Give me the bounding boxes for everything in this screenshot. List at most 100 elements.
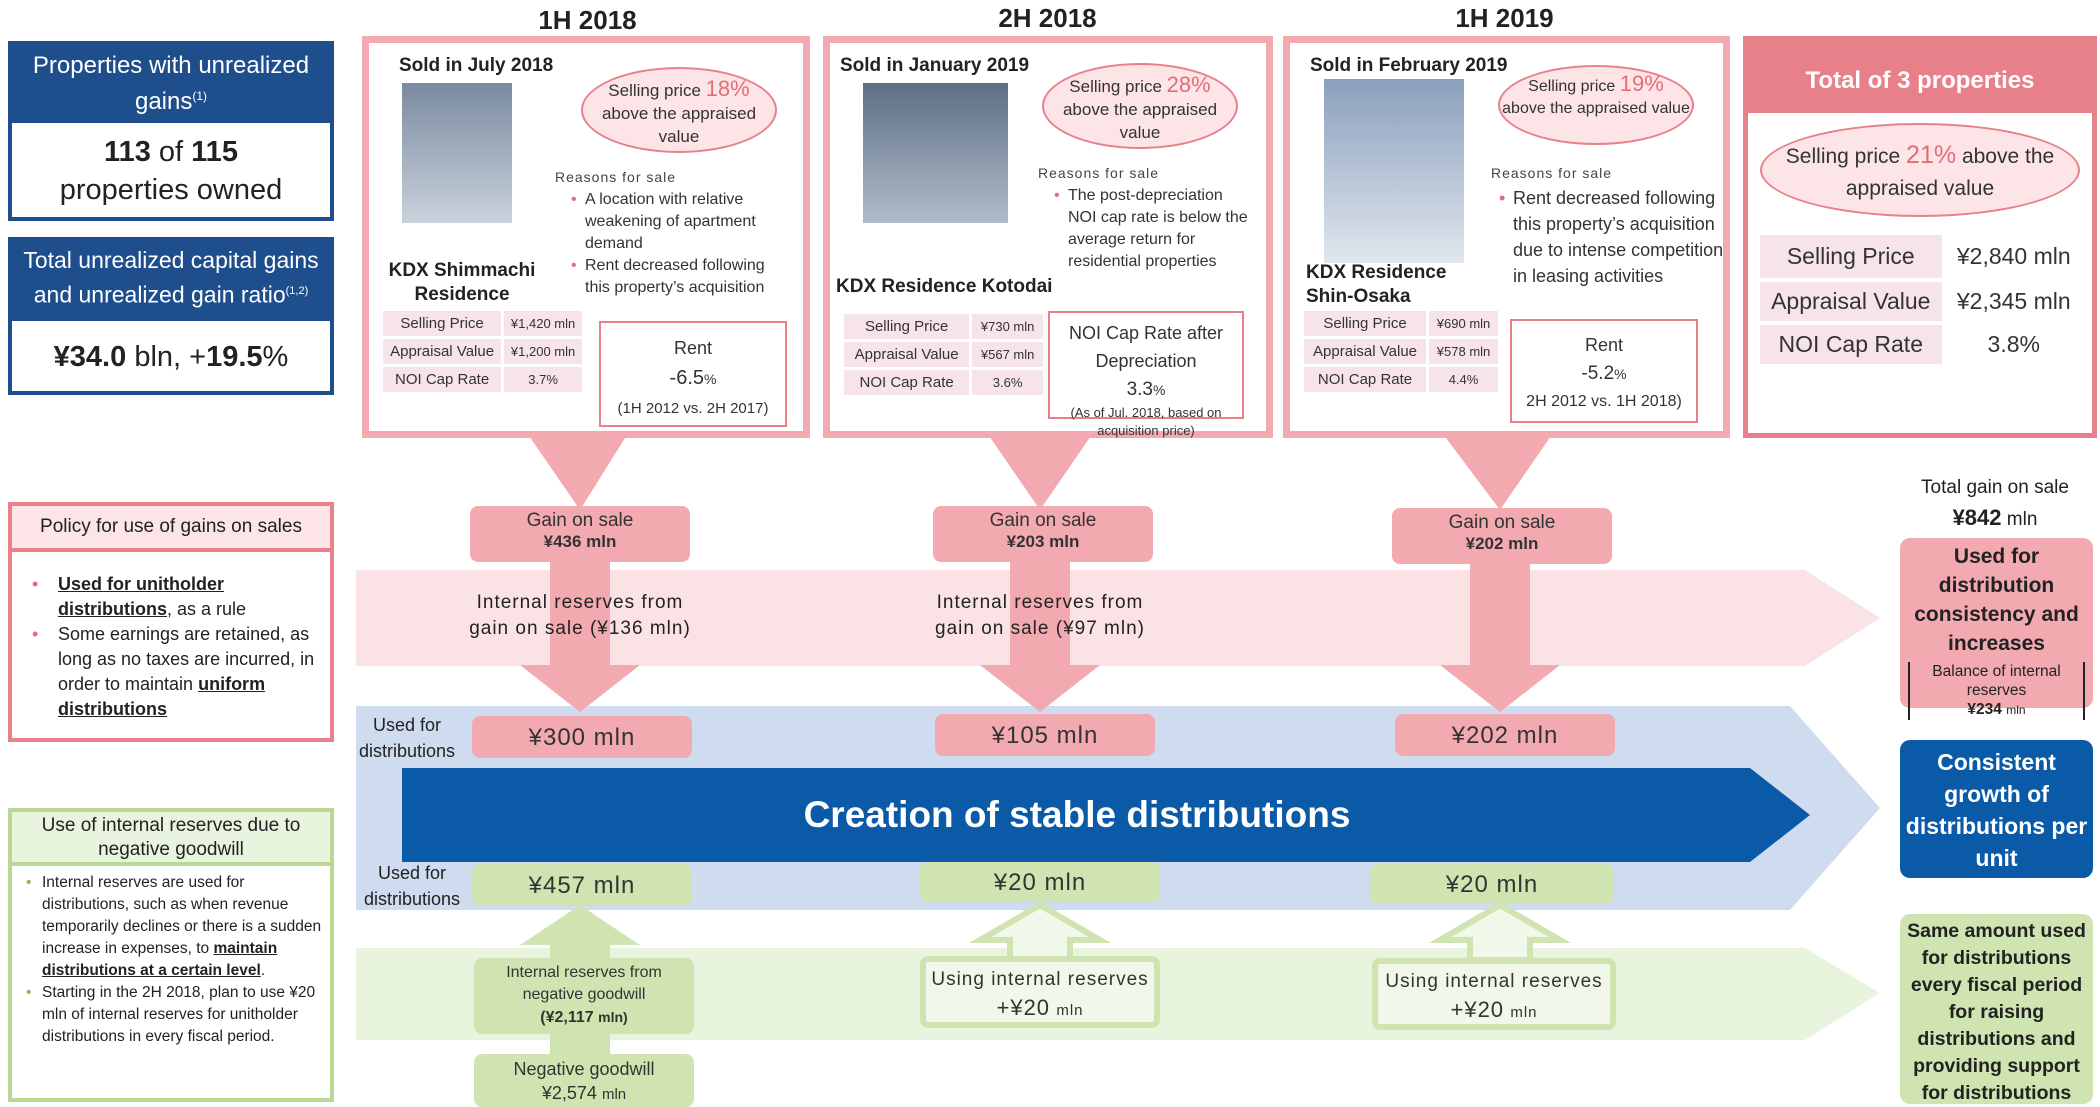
- funnel-arrow-2: [985, 430, 1095, 510]
- total-title: Total of 3 properties: [1748, 41, 2092, 113]
- unrealized-gains-header: Properties with unrealized gains(1): [8, 41, 334, 119]
- total-sell-pct: 21%: [1906, 141, 1957, 169]
- using-reserves-box-3: Using internal reserves +¥20 mln: [1372, 958, 1616, 1030]
- policy-b2-bold: uniform distributions: [58, 674, 266, 719]
- building-photo-1: [402, 83, 512, 223]
- gain-label-1: Gain on sale: [526, 510, 634, 531]
- consistent-growth-box: Consistent growth of distributions per u…: [1900, 740, 2093, 878]
- property-name-2: KDX Residence Kotodai: [836, 276, 1053, 297]
- unrealized-gains-title: Properties with unrealized gains: [32, 52, 310, 115]
- total-gain-label: Total gain on sale: [1921, 477, 2069, 498]
- gains-unit: bln, +: [134, 341, 207, 373]
- period-label-2: 2H 2018: [998, 3, 1097, 33]
- down-arrow-2: [980, 560, 1100, 712]
- unrealized-of: of: [158, 136, 184, 168]
- main-arrow-label: Creation of stable distributions: [803, 794, 1351, 835]
- building-photo-2: [863, 83, 1008, 223]
- gain-label-2: Gain on sale: [989, 510, 1097, 531]
- gain-value-3: ¥202 mln: [1465, 534, 1539, 553]
- total-panel: Total of 3 properties Selling price 21% …: [1743, 36, 2097, 438]
- row-value: 4.4%: [1429, 367, 1498, 392]
- reserves-header: Use of internal reserves due to negative…: [8, 808, 334, 866]
- balance-unit: mln: [2006, 703, 2026, 717]
- sell-text2-1: above the appraised value: [601, 104, 757, 146]
- row-value: ¥730 mln: [972, 314, 1043, 339]
- dist-value-3: ¥202 mln: [1395, 714, 1615, 756]
- row-label: Selling Price: [383, 311, 502, 336]
- policy-b1-rest: , as a rule: [167, 599, 247, 619]
- box-pct-3: %: [1614, 366, 1627, 382]
- using-reserves-unit-2: mln: [1056, 1002, 1084, 1019]
- neg-goodwill-box: Negative goodwill ¥2,574 mln: [474, 1054, 694, 1107]
- gain-label-3: Gain on sale: [1448, 512, 1556, 533]
- box-pct-2: %: [1152, 382, 1166, 398]
- box-note-1: (1H 2012 vs. 2H 2017): [617, 400, 769, 417]
- dist-value-1: ¥300 mln: [472, 716, 692, 758]
- sell-text-1: Selling price: [608, 81, 701, 100]
- using-reserves-unit-3: mln: [1510, 1004, 1538, 1021]
- reserves-b1-text: Internal reserves are used for distribut…: [42, 874, 322, 957]
- using-reserves-box-2: Using internal reserves +¥20 mln: [920, 956, 1160, 1028]
- sold-date-2: Sold in January 2019: [840, 55, 1030, 76]
- gain-value-2: ¥203 mln: [1006, 532, 1080, 551]
- policy-bullet-1: •Used for unitholder distributions, as a…: [32, 574, 247, 619]
- unrealized-gains-note: (1): [192, 89, 208, 103]
- row-label: Appraisal Value: [844, 342, 970, 367]
- green-value-1: ¥457 mln: [472, 864, 692, 906]
- row-label: NOI Cap Rate: [383, 367, 502, 392]
- row-label: Selling Price: [1304, 311, 1427, 336]
- main-arrow-shape: [402, 768, 1810, 862]
- table-row: Selling Price¥690 mln: [1304, 311, 1498, 336]
- reason-item: A location with relative weakening of ap…: [571, 189, 793, 255]
- dist-value-2: ¥105 mln: [935, 714, 1155, 756]
- row-label: Selling Price: [1760, 235, 1942, 278]
- property-name-3: KDX Residence Shin-Osaka: [1306, 262, 1447, 307]
- row-value: ¥2,840 mln: [1945, 235, 2082, 278]
- sell-text2-2: above the appraised value: [1062, 100, 1218, 142]
- neg-goodwill-reserves-box: Internal reserves from negative goodwill…: [474, 958, 694, 1034]
- balance-bracket: Balance of internal reserves ¥234 mln: [1908, 662, 2085, 720]
- total-sell-ellipse: Selling price 21% above the appraised va…: [1760, 123, 2080, 217]
- reserves-b2-text: Starting in the 2H 2018, plan to use ¥20…: [42, 984, 316, 1045]
- unrealized-tail: properties owned: [59, 174, 283, 206]
- rent-box-3: Rent -5.2% 2H 2012 vs. 1H 2018): [1510, 319, 1698, 423]
- using-reserves-value-2: +¥20: [996, 995, 1051, 1020]
- row-label: Appraisal Value: [1304, 339, 1427, 364]
- property-panel-3: Sold in February 2019 Selling price 19%a…: [1283, 36, 1730, 438]
- neg-goodwill-value: ¥2,574: [541, 1083, 597, 1103]
- row-value: 3.8%: [1945, 325, 2082, 364]
- reasons-list-3: Rent decreased following this property’s…: [1495, 185, 1725, 289]
- table-row: Appraisal Value¥2,345 mln: [1760, 282, 2082, 321]
- neg-goodwill-reserves-value: (¥2,117: [540, 1009, 594, 1026]
- total-gain-unit: mln: [2006, 509, 2038, 530]
- table-row: Selling Price¥2,840 mln: [1760, 235, 2082, 278]
- gain-box-2: Gain on sale ¥203 mln: [933, 506, 1153, 562]
- balance-value: ¥234: [1967, 701, 2002, 718]
- row-value: ¥690 mln: [1429, 311, 1498, 336]
- total-sell-text2: above the appraised value: [1845, 145, 2055, 200]
- row-value: ¥578 mln: [1429, 339, 1498, 364]
- neg-goodwill-label: Negative goodwill: [513, 1059, 655, 1079]
- reasons-list-2: The post-depreciation NOI cap rate is be…: [1050, 185, 1250, 273]
- balance-label: Balance of internal reserves: [1932, 663, 2061, 699]
- sold-date-3: Sold in February 2019: [1310, 55, 1508, 76]
- policy-bullet-2: •Some earnings are retained, as long as …: [32, 624, 315, 719]
- total-sell-text: Selling price: [1785, 145, 1901, 168]
- box-value-2: 3.3: [1126, 379, 1153, 400]
- sell-text2-3: above the appraised value: [1502, 100, 1690, 117]
- box-title-3: Rent: [1584, 335, 1624, 355]
- property-panel-1: Sold in July 2018 Selling price 18%above…: [362, 36, 810, 438]
- property-table-2: Selling Price¥730 mln Appraisal Value¥56…: [841, 311, 1046, 398]
- reason-item: Rent decreased following this property’s…: [571, 255, 793, 299]
- neg-goodwill-reserves-unit: mln): [598, 1009, 628, 1025]
- sell-ellipse-1: Selling price 18%above the appraised val…: [581, 67, 777, 153]
- reserves-box: •Internal reserves are used for distribu…: [8, 866, 334, 1102]
- sell-text-3: Selling price: [1528, 78, 1616, 95]
- row-value: ¥2,345 mln: [1945, 282, 2082, 321]
- property-table-3: Selling Price¥690 mln Appraisal Value¥57…: [1301, 308, 1501, 395]
- box-value-3: -5.2: [1581, 363, 1615, 384]
- table-row: Appraisal Value¥578 mln: [1304, 339, 1498, 364]
